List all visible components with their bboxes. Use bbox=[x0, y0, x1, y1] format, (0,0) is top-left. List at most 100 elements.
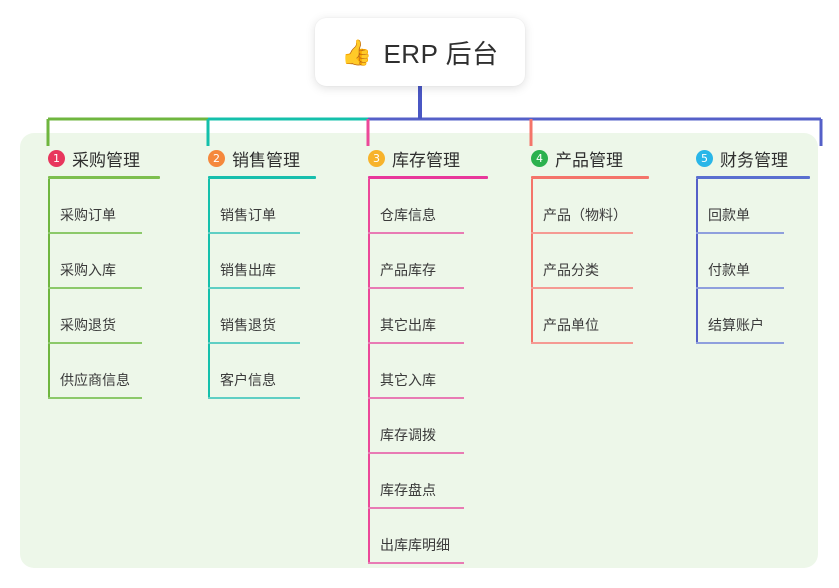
branch-item[interactable]: 回款单 bbox=[678, 179, 818, 234]
item-underline bbox=[531, 232, 633, 234]
item-connector-stem bbox=[208, 179, 210, 234]
branch-item[interactable]: 仓库信息 bbox=[350, 179, 505, 234]
branch-item-label: 销售出库 bbox=[220, 262, 276, 278]
branch-item-label: 出库库明细 bbox=[380, 537, 450, 553]
branch-title: 库存管理 bbox=[392, 150, 460, 170]
branch-item[interactable]: 客户信息 bbox=[190, 344, 340, 399]
branch-title: 销售管理 bbox=[232, 150, 300, 170]
item-underline bbox=[48, 342, 142, 344]
branch-item-list: 销售订单销售出库销售退货客户信息 bbox=[190, 179, 340, 399]
branch-item-label: 回款单 bbox=[708, 207, 750, 223]
item-underline bbox=[531, 342, 633, 344]
item-underline bbox=[368, 287, 464, 289]
item-connector-stem bbox=[208, 344, 210, 399]
item-underline bbox=[208, 397, 300, 399]
branch-item-label: 产品库存 bbox=[380, 262, 436, 278]
branch-item-list: 产品（物料） 产品分类产品单位 bbox=[513, 179, 668, 344]
branch-item[interactable]: 采购入库 bbox=[30, 234, 180, 289]
branch-header-1[interactable]: 1 采购管理 bbox=[30, 145, 180, 171]
root-node[interactable]: 👍 ERP 后台 bbox=[315, 18, 525, 86]
item-connector-stem bbox=[368, 454, 370, 509]
diagram-panel bbox=[20, 133, 818, 568]
item-connector-stem bbox=[368, 289, 370, 344]
branch-title: 采购管理 bbox=[72, 150, 140, 170]
branch-item[interactable]: 库存盘点 bbox=[350, 454, 505, 509]
branch-item[interactable]: 出库库明细 bbox=[350, 509, 505, 564]
branch-underline bbox=[368, 176, 488, 179]
item-connector-stem bbox=[696, 179, 698, 234]
item-underline bbox=[48, 232, 142, 234]
item-connector-stem bbox=[368, 399, 370, 454]
branch-underline bbox=[208, 176, 316, 179]
branch-number-badge: 5 bbox=[696, 149, 713, 167]
branch-item[interactable]: 产品分类 bbox=[513, 234, 668, 289]
branch-item-label: 产品单位 bbox=[543, 317, 599, 333]
branch-number-badge: 1 bbox=[48, 149, 65, 167]
branch-item-list: 回款单付款单结算账户 bbox=[678, 179, 818, 344]
item-underline bbox=[48, 287, 142, 289]
branch-item[interactable]: 产品（物料） bbox=[513, 179, 668, 234]
branch-underline bbox=[48, 176, 160, 179]
branch-item-label: 库存调拨 bbox=[380, 427, 436, 443]
item-connector-stem bbox=[368, 344, 370, 399]
item-connector-stem bbox=[531, 234, 533, 289]
item-connector-stem bbox=[48, 344, 50, 399]
branch-item[interactable]: 采购退货 bbox=[30, 289, 180, 344]
branch-header-4[interactable]: 4 产品管理 bbox=[513, 145, 668, 171]
branch-number-badge: 3 bbox=[368, 149, 385, 167]
branch-column-4: 4 产品管理产品（物料） 产品分类产品单位 bbox=[513, 145, 668, 344]
root-title: ERP 后台 bbox=[383, 38, 499, 69]
branch-item[interactable]: 结算账户 bbox=[678, 289, 818, 344]
item-underline bbox=[368, 562, 464, 564]
item-connector-stem bbox=[368, 179, 370, 234]
thumbs-up-icon: 👍 bbox=[341, 37, 373, 67]
branch-item[interactable]: 供应商信息 bbox=[30, 344, 180, 399]
branch-item-label: 客户信息 bbox=[220, 372, 276, 388]
branch-item-label: 付款单 bbox=[708, 262, 750, 278]
branch-item-label: 其它入库 bbox=[380, 372, 436, 388]
item-connector-stem bbox=[696, 289, 698, 344]
branch-column-3: 3 库存管理仓库信息产品库存其它出库其它入库库存调拨库存盘点出库库明细 bbox=[350, 145, 505, 564]
item-underline bbox=[208, 287, 300, 289]
branch-number-badge: 4 bbox=[531, 149, 548, 167]
item-underline bbox=[368, 342, 464, 344]
branch-item[interactable]: 产品单位 bbox=[513, 289, 668, 344]
branch-header-3[interactable]: 3 库存管理 bbox=[350, 145, 505, 171]
branch-item-label: 销售退货 bbox=[220, 317, 276, 333]
item-connector-stem bbox=[48, 234, 50, 289]
branch-item-label: 采购入库 bbox=[60, 262, 116, 278]
item-underline bbox=[368, 397, 464, 399]
branch-item-label: 采购退货 bbox=[60, 317, 116, 333]
branch-item[interactable]: 其它入库 bbox=[350, 344, 505, 399]
branch-item[interactable]: 采购订单 bbox=[30, 179, 180, 234]
branch-item[interactable]: 销售退货 bbox=[190, 289, 340, 344]
branch-item-label: 供应商信息 bbox=[60, 372, 130, 388]
branch-column-1: 1 采购管理采购订单采购入库采购退货供应商信息 bbox=[30, 145, 180, 399]
branch-item[interactable]: 付款单 bbox=[678, 234, 818, 289]
branch-item[interactable]: 库存调拨 bbox=[350, 399, 505, 454]
branch-item[interactable]: 销售出库 bbox=[190, 234, 340, 289]
item-connector-stem bbox=[208, 234, 210, 289]
branch-item-label: 产品分类 bbox=[543, 262, 599, 278]
item-connector-stem bbox=[368, 234, 370, 289]
branch-item[interactable]: 销售订单 bbox=[190, 179, 340, 234]
item-underline bbox=[696, 342, 784, 344]
branch-item[interactable]: 产品库存 bbox=[350, 234, 505, 289]
item-connector-stem bbox=[368, 509, 370, 564]
branch-title: 产品管理 bbox=[555, 150, 623, 170]
branch-underline bbox=[531, 176, 649, 179]
branch-underline bbox=[696, 176, 810, 179]
branch-item[interactable]: 其它出库 bbox=[350, 289, 505, 344]
item-connector-stem bbox=[531, 289, 533, 344]
item-underline bbox=[531, 287, 633, 289]
item-connector-stem bbox=[208, 289, 210, 344]
item-underline bbox=[208, 232, 300, 234]
item-underline bbox=[368, 507, 464, 509]
item-underline bbox=[368, 232, 464, 234]
item-connector-stem bbox=[48, 179, 50, 234]
